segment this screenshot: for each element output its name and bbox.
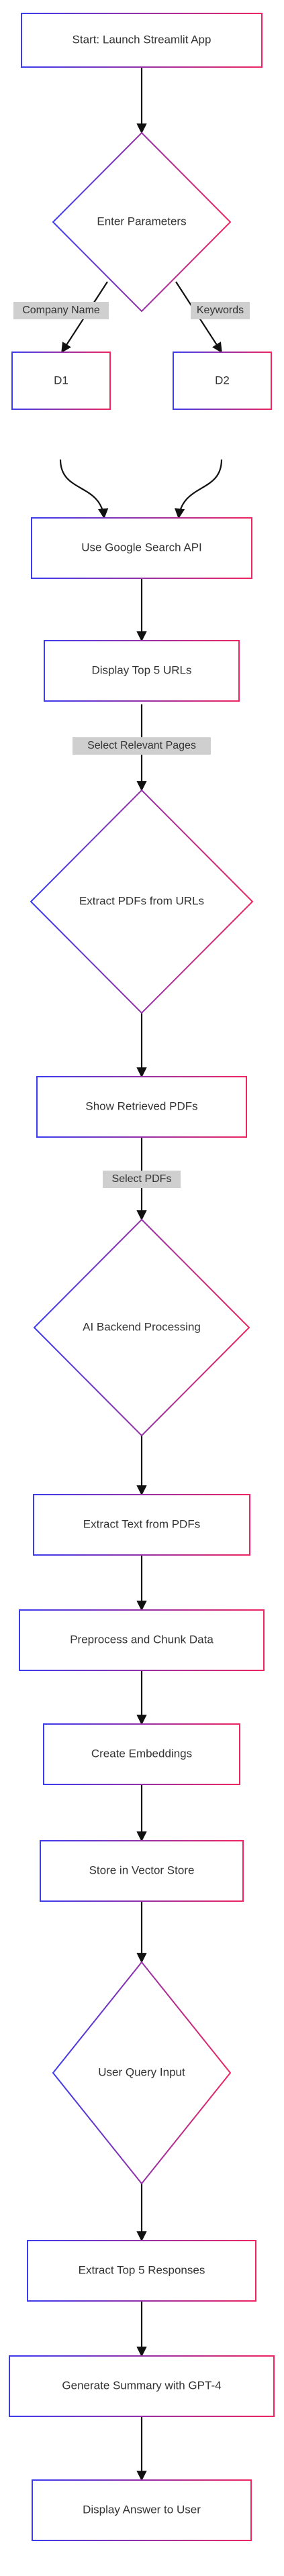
edge-label-background [103, 1171, 181, 1188]
node-box [36, 1076, 247, 1138]
edge-label-company-name: Company Name [13, 302, 109, 319]
node-extract-pdfs: Extract PDFs from URLs [30, 789, 254, 1014]
node-gpt4-summary: Generate Summary with GPT-4 [9, 2355, 275, 2417]
node-extract-text: Extract Text from PDFs [33, 1494, 250, 1556]
node-box [33, 1494, 250, 1556]
edge-d1-to-google [59, 459, 109, 519]
node-label: Enter Parameters [97, 215, 186, 227]
node-box [40, 1840, 244, 1902]
node-box [9, 2355, 275, 2417]
node-label: D1 [54, 374, 68, 386]
decision-diamond [33, 1218, 250, 1437]
edge-label-select-pdfs: Select PDFs [103, 1171, 181, 1188]
decision-diamond [52, 1961, 232, 2185]
node-d2: D2 [173, 352, 272, 410]
node-label: Extract PDFs from URLs [79, 894, 204, 907]
decision-diamond [52, 131, 232, 313]
node-d1: D1 [11, 352, 111, 410]
node-box [43, 1723, 240, 1785]
node-box [21, 13, 263, 68]
node-box [19, 1609, 265, 1671]
edge-label-background [13, 302, 109, 319]
node-box [32, 2479, 252, 2541]
decision-diamond [30, 789, 254, 1014]
node-label: Generate Summary with GPT-4 [62, 2379, 221, 2392]
node-label: Store in Vector Store [89, 1864, 195, 1876]
node-label: Display Top 5 URLs [92, 663, 192, 676]
node-box [11, 352, 111, 410]
edge-label-background [191, 302, 250, 319]
edge-label-select-relevant-pages: Select Relevant Pages [73, 737, 211, 755]
node-label: Preprocess and Chunk Data [70, 1633, 214, 1646]
node-user-query: User Query Input [52, 1961, 232, 2185]
edge-label-text: Company Name [22, 305, 100, 316]
node-label: Create Embeddings [91, 1747, 192, 1760]
node-label: Show Retrieved PDFs [85, 1099, 197, 1112]
node-label: User Query Input [98, 2065, 185, 2078]
node-label: D2 [215, 374, 230, 386]
node-display-answer: Display Answer to User [32, 2479, 252, 2541]
edge-label-text: Keywords [197, 305, 244, 316]
node-vector-store: Store in Vector Store [40, 1840, 244, 1902]
node-ai-backend: AI Backend Processing [33, 1218, 250, 1437]
node-box [173, 352, 272, 410]
edges [59, 67, 223, 2481]
node-show-pdfs: Show Retrieved PDFs [36, 1076, 247, 1138]
node-label: Extract Text from PDFs [83, 1517, 200, 1530]
node-label: AI Backend Processing [83, 1320, 201, 1333]
node-start: Start: Launch Streamlit App [21, 13, 263, 68]
edge-label-text: Select Relevant Pages [87, 740, 196, 751]
node-box [27, 2240, 256, 2302]
node-preprocess: Preprocess and Chunk Data [19, 1609, 265, 1671]
edge-label-keywords: Keywords [191, 302, 250, 319]
node-enter-parameters: Enter Parameters [52, 131, 232, 313]
node-google-search: Use Google Search API [31, 517, 252, 579]
node-label: Start: Launch Streamlit App [73, 33, 211, 46]
node-box [44, 640, 240, 702]
node-box [31, 517, 252, 579]
node-label: Extract Top 5 Responses [79, 2263, 205, 2276]
node-top-responses: Extract Top 5 Responses [27, 2240, 256, 2302]
edge-label-text: Select PDFs [112, 1173, 172, 1185]
edge-d2-to-google [174, 459, 223, 519]
edge-label-background [73, 737, 211, 755]
node-embeddings: Create Embeddings [43, 1723, 240, 1785]
node-label: Use Google Search API [81, 541, 202, 553]
node-label: Display Answer to User [83, 2503, 201, 2516]
node-top-urls: Display Top 5 URLs [44, 640, 240, 702]
